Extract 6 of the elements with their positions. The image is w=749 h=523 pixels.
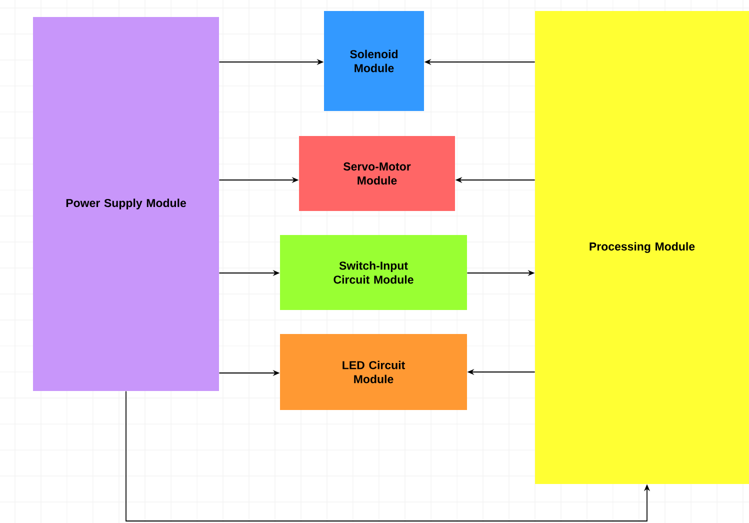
- module-box: LED Circuit Module: [280, 334, 467, 410]
- module-box: Solenoid Module: [324, 11, 424, 111]
- module-box: Power Supply Module: [33, 17, 219, 391]
- module-box: Servo-Motor Module: [299, 136, 455, 211]
- module-box: Switch-Input Circuit Module: [280, 235, 467, 310]
- module-box: Processing Module: [535, 11, 749, 484]
